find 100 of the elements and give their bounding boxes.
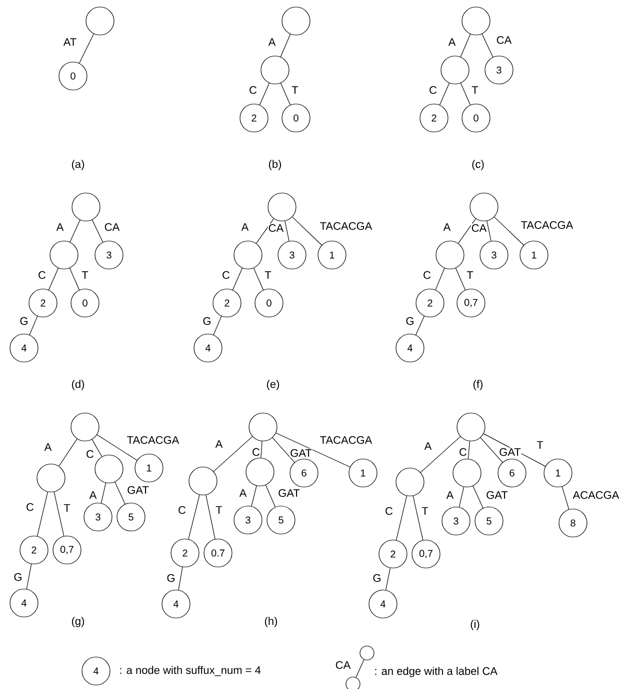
- tree-node: 6: [498, 458, 526, 488]
- tree-edge: [460, 34, 471, 58]
- edge-label: C: [458, 448, 468, 456]
- caption: (i): [470, 620, 480, 630]
- tree-edge: [280, 82, 291, 106]
- tree-node: [94, 454, 124, 484]
- edge-label: G: [166, 574, 176, 582]
- tree-edge: [100, 482, 106, 504]
- tree-node: 0,7: [52, 536, 82, 564]
- edge-label: A: [240, 222, 250, 232]
- tree-edge: [29, 316, 38, 336]
- tree-edge: [79, 34, 94, 64]
- tree-node: 0: [70, 288, 100, 318]
- edge-label: C: [422, 270, 432, 280]
- edge-label: A: [88, 490, 98, 500]
- edge-label: C: [26, 502, 34, 512]
- tree-node: 0.7: [204, 538, 232, 568]
- tree-node: [456, 412, 486, 442]
- edge-label: GAT: [486, 490, 508, 500]
- tree-node: 2: [420, 104, 448, 132]
- tree-edge: [69, 268, 80, 290]
- tree-node: 1: [134, 454, 164, 482]
- edge-label: T: [466, 270, 474, 280]
- tree-node: [452, 458, 482, 488]
- edge-label: ACACGA: [572, 490, 620, 500]
- tree-edge: [92, 220, 104, 242]
- tree-node: 2: [20, 536, 48, 564]
- tree-edge: [435, 268, 445, 290]
- tree-node: 6: [290, 458, 318, 488]
- tree-edge: [213, 436, 253, 472]
- tree-edge: [265, 484, 276, 508]
- edge-label: A: [56, 222, 64, 232]
- edge-label: A: [424, 442, 432, 450]
- edge-label: TACACGA: [520, 220, 574, 230]
- tree-edge: [284, 220, 290, 242]
- tree-node: [50, 240, 78, 270]
- caption: (f): [473, 380, 482, 390]
- caption: (g): [72, 616, 84, 628]
- tree-node: 3: [278, 240, 306, 270]
- tree-edge: [386, 568, 390, 590]
- tree-node: 4: [368, 590, 398, 618]
- tree-node: [72, 192, 100, 222]
- edge-label: CA: [334, 660, 352, 670]
- tree-node: 1: [544, 458, 572, 488]
- tree-node: 5: [474, 506, 504, 536]
- edge-label: G: [19, 316, 29, 326]
- tree-node: [470, 192, 498, 222]
- edge-label: T: [421, 506, 429, 516]
- tree-node: 2: [378, 540, 408, 568]
- tree-edge: [356, 659, 364, 678]
- edge-label: C: [86, 450, 94, 458]
- edge-label: C: [252, 448, 260, 456]
- edge-label: A: [442, 222, 452, 232]
- edge-label: AT: [62, 38, 78, 46]
- tree-edge: [54, 492, 64, 536]
- tree-edge: [292, 216, 322, 246]
- caption: (h): [264, 616, 278, 628]
- tree-edge: [276, 432, 350, 468]
- edge-label: G: [405, 316, 415, 326]
- edge-label: G: [13, 572, 23, 582]
- edge-label: CA: [470, 224, 488, 232]
- caption: (a): [72, 160, 84, 170]
- tree-node: 5: [116, 502, 146, 532]
- tree-node: [462, 6, 490, 36]
- tree-node: 0: [282, 104, 310, 132]
- tree-node: [70, 412, 100, 442]
- tree-node: [36, 464, 66, 492]
- edge-label: TACACGA: [319, 436, 373, 444]
- edge-label: A: [238, 488, 248, 498]
- tree-edge: [494, 216, 524, 246]
- caption: (d): [72, 380, 84, 390]
- tree-edge: [272, 437, 295, 463]
- tree-edge: [482, 34, 494, 58]
- tree-node: 4: [162, 590, 190, 618]
- tree-edge: [253, 268, 264, 290]
- tree-node: 8: [558, 508, 588, 538]
- edge-label: T: [264, 270, 272, 280]
- tree-node: [282, 6, 310, 36]
- edge-label: GAT: [278, 488, 300, 498]
- tree-node: [234, 240, 262, 270]
- tree-node: 4: [396, 334, 424, 362]
- legend-text: : an edge with a label CA: [375, 666, 498, 678]
- tree-edge: [48, 268, 59, 290]
- tree-node: 0: [58, 62, 88, 90]
- tree-edge: [206, 494, 216, 540]
- tree-edge: [213, 316, 222, 336]
- tree-node: [248, 412, 278, 442]
- tree-node: 1: [318, 240, 346, 270]
- tree-edge: [455, 268, 466, 290]
- tree-node: 4: [10, 334, 38, 362]
- tree-node: 3: [234, 506, 262, 534]
- edge-label: T: [471, 86, 479, 94]
- legend-text: : a node with suffux_num = 4: [120, 666, 261, 676]
- tree-edge: [259, 82, 270, 106]
- tree-edge: [483, 433, 546, 467]
- edge-label: CA: [268, 224, 284, 232]
- edge-label: C: [428, 86, 438, 94]
- tree-edge: [416, 316, 424, 336]
- tree-edge: [460, 82, 471, 106]
- tree-node: [260, 56, 290, 84]
